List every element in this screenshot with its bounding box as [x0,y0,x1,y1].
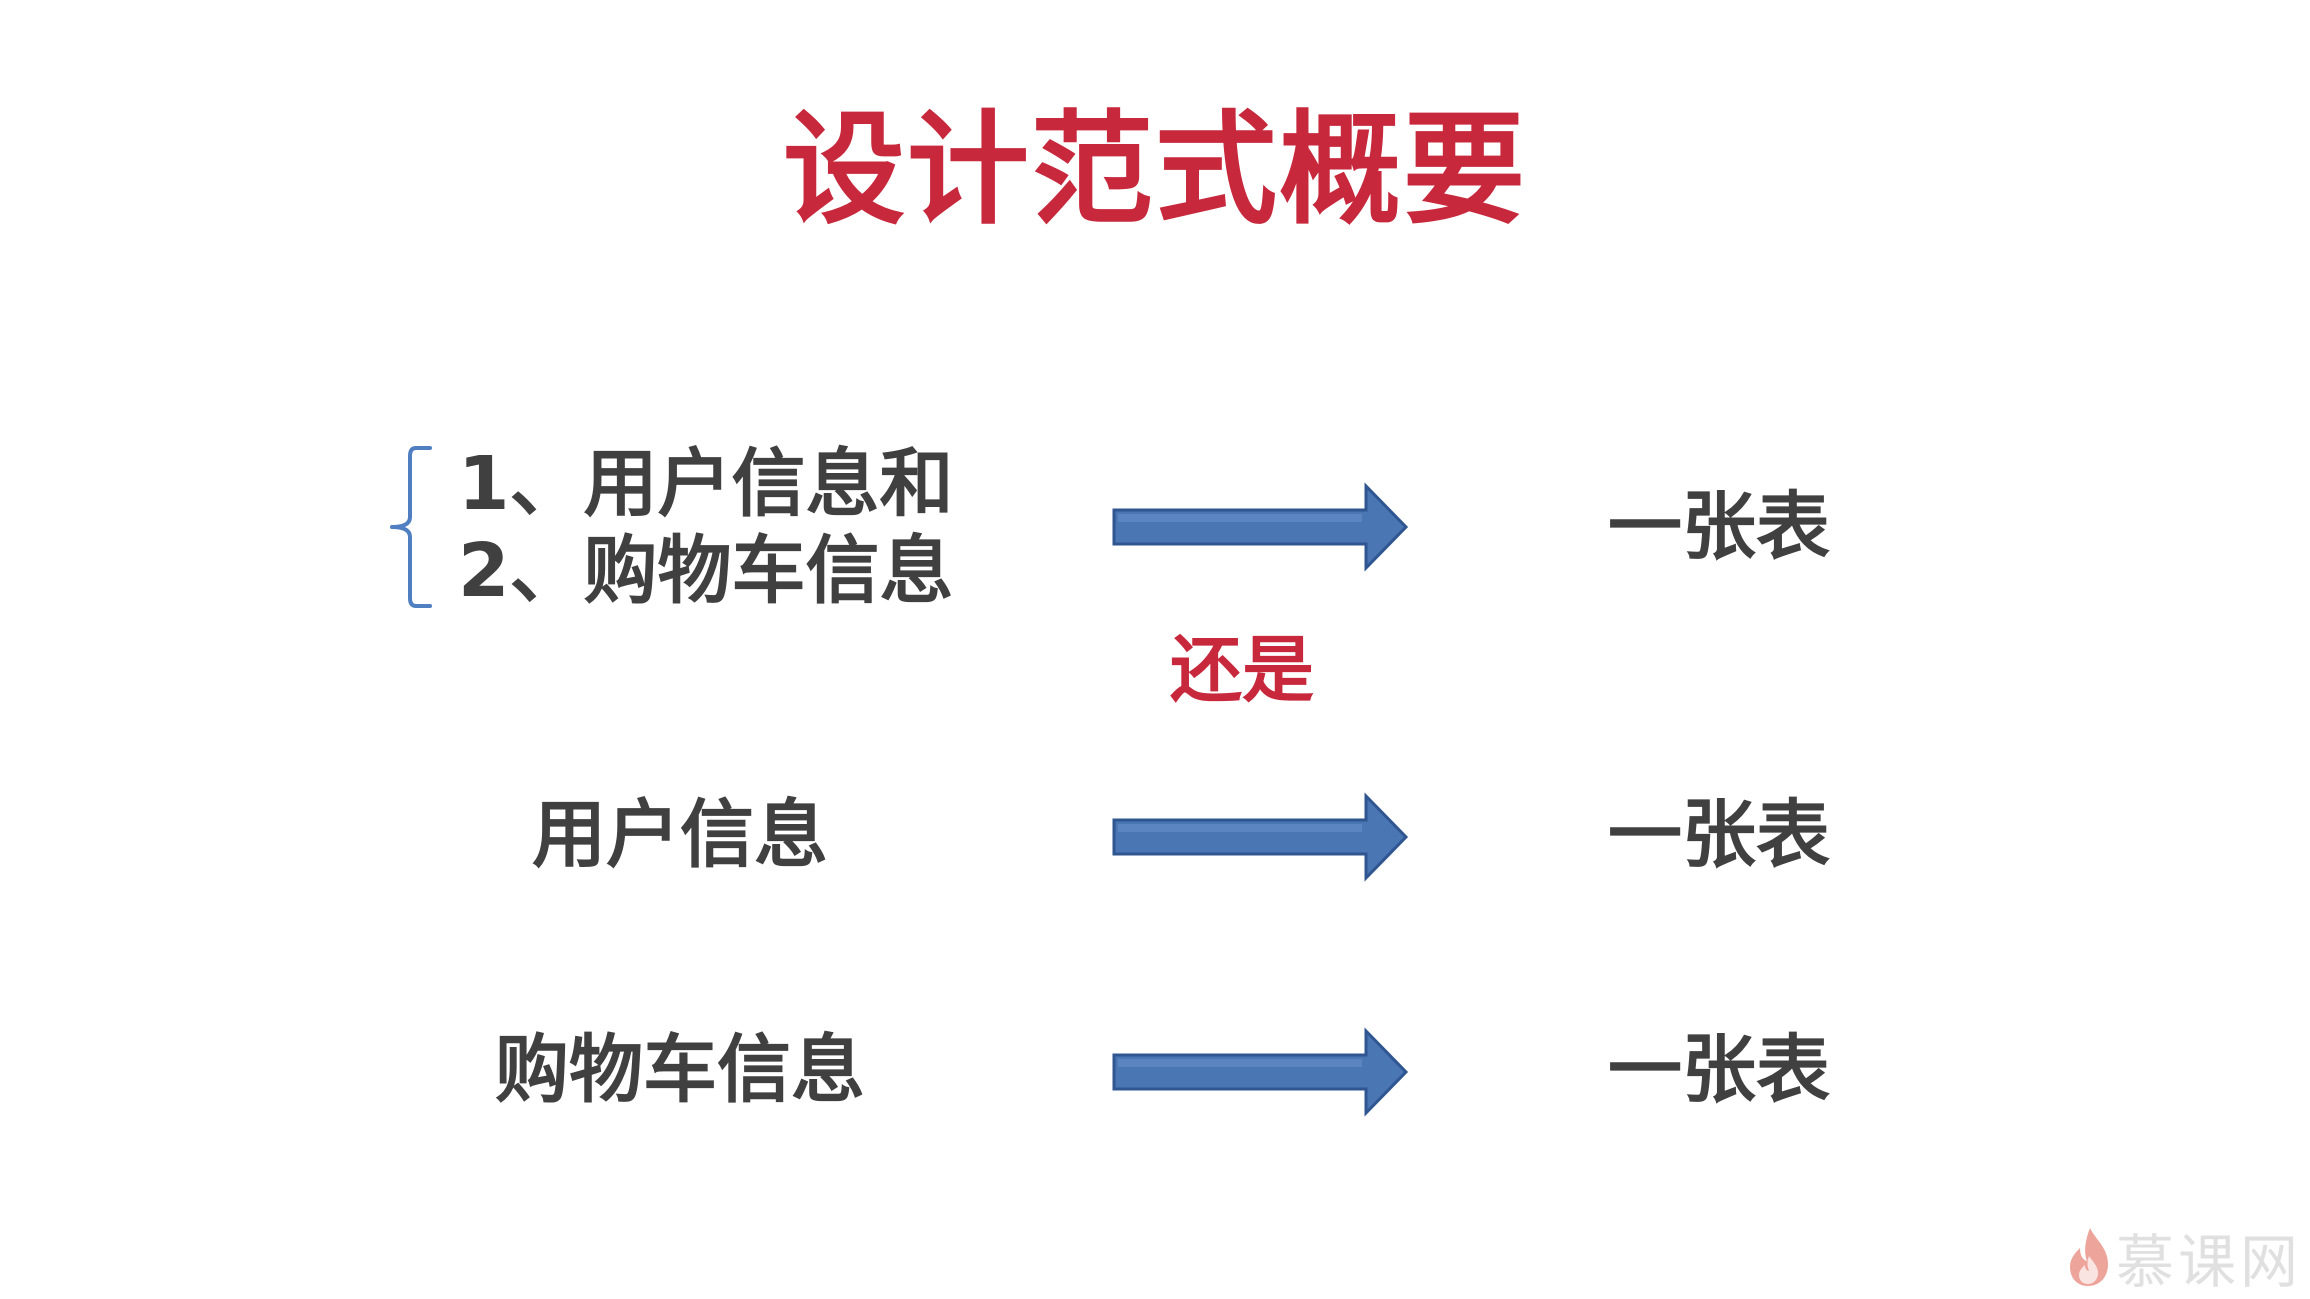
watermark-text: 慕课网 [2115,1228,2302,1296]
arrow-right-icon [1112,1027,1409,1117]
row-2-target: 一张表 [1608,792,1830,878]
arrow-right-icon [1112,792,1409,882]
watermark: 慕课网 [2066,1222,2302,1296]
slide-title: 设计范式概要 [783,99,1527,241]
row-3-target: 一张表 [1608,1027,1830,1113]
row-2-source: 用户信息 [532,792,828,878]
row-3-source: 购物车信息 [495,1027,865,1113]
connector-label: 还是 [1170,628,1315,712]
row-1-item-1: 1、用户信息和 [458,441,954,527]
row-1-target: 一张表 [1608,484,1830,570]
flame-icon [2069,1228,2108,1286]
arrow-right-icon [1112,482,1409,572]
left-brace-icon [390,446,432,608]
row-1-item-2: 2、购物车信息 [458,528,954,614]
